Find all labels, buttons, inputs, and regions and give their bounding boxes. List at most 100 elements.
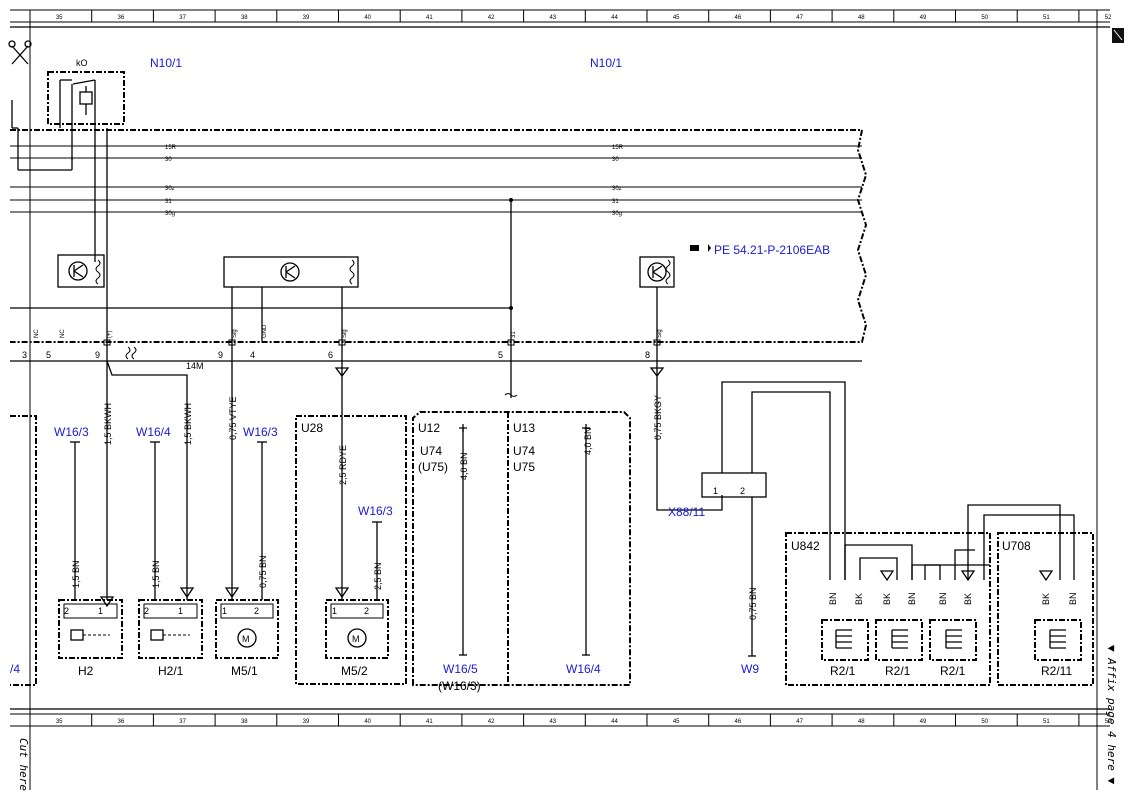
wire-label: 2,5 RDYE (338, 445, 348, 485)
grid-column-number: 43 (549, 719, 556, 725)
driver-transistor-1 (57, 254, 105, 288)
grid-column-number: 39 (303, 719, 310, 725)
component-label: X88/11 (668, 505, 705, 519)
pin-label: NC (60, 329, 66, 338)
ground-label: W16/5 (443, 662, 478, 676)
grid-column-number: 40 (364, 719, 371, 725)
component-label: H2 (78, 664, 94, 678)
pin-number: 1 (98, 606, 103, 616)
connector-label: 14M (186, 361, 204, 371)
section-label: U842 (791, 539, 820, 553)
wire-label: BK (854, 593, 864, 605)
heater-element-r21b: R2/1 (875, 619, 923, 678)
grid-column-number: 46 (735, 719, 742, 725)
component-label: M5/2 (341, 664, 368, 678)
pin-label: (+) (107, 330, 113, 338)
wire-label: 1,5 BN (151, 560, 161, 588)
heater-element-r211: R2/11 (1034, 619, 1082, 678)
grid-column-number: 42 (488, 719, 495, 725)
component-h2: 2 1 H2 (58, 596, 123, 678)
bus-labels-left: 15R 30 30z 31 30g (165, 145, 177, 217)
bus-label: 30 (165, 157, 172, 163)
pin-number: 2 (364, 606, 369, 616)
module-label-right: N10/1 (590, 56, 622, 70)
wire-label: BN (1068, 592, 1078, 605)
grid-column-number: 38 (241, 719, 248, 725)
pin-number: 2 (254, 606, 259, 616)
pin-label: Sig (232, 329, 238, 338)
wire-label: 0,75 VTYE (228, 396, 238, 440)
ground-label: W16/4 (136, 425, 171, 439)
wire-label: 4,0 BN (583, 427, 593, 455)
reference-note: PE 54.21-P-2106EAB (690, 243, 830, 257)
connector-x88: 1 2 X88/11 (668, 381, 846, 657)
wire-label: 0,75 BN (748, 587, 758, 620)
pin-number: 1 (332, 606, 337, 616)
wire-label: 1,5 BN (71, 560, 81, 588)
component-m52: 1 2 M M5/2 (325, 587, 389, 678)
grid-column-number: 35 (56, 15, 63, 21)
motor-icon: M (352, 634, 360, 644)
component-label: M5/1 (231, 664, 258, 678)
wire-label: BK (882, 593, 892, 605)
grid-column-number: 43 (549, 15, 556, 21)
pin-number: 4 (250, 350, 255, 360)
bus-label: 30 (612, 157, 619, 163)
wire-labels: 1,5 BKWH 1,5 BKWH 0,75 VTYE 2,5 RDYE 4,0… (71, 395, 758, 620)
ground-label: /4 (10, 662, 20, 676)
grid-column-number: 48 (858, 719, 865, 725)
wire-label: 2,5 BN (373, 562, 383, 590)
control-unit-boundary (10, 129, 868, 343)
ground-label: W16/4 (566, 662, 601, 676)
heater-wire-labels: BN BK BK BN BN BK BK BN (828, 592, 1078, 605)
grid-column-number: 47 (796, 15, 803, 21)
section-label: U74 (420, 444, 442, 458)
driver-transistor-3 (639, 256, 675, 342)
wire-label: BK (963, 593, 973, 605)
grid-column-number: 36 (118, 15, 125, 21)
pin-number: 1 (178, 606, 183, 616)
grid-column-number: 44 (611, 15, 618, 21)
pin-number: 2 (740, 486, 745, 496)
wire-label: 1,5 BKWH (183, 403, 193, 445)
bus-label: 31 (165, 199, 172, 205)
grid-column-number: 46 (735, 15, 742, 21)
grid-column-number: 37 (179, 15, 186, 21)
grid-column-number: 50 (981, 719, 988, 725)
pin-number: 9 (218, 350, 223, 360)
reference-text: PE 54.21-P-2106EAB (714, 243, 830, 257)
grid-column-number: 51 (1043, 15, 1050, 21)
pin-number: 1 (713, 486, 718, 496)
grid-column-number: 42 (488, 15, 495, 21)
wire-label: 0,75 BKGY (653, 395, 663, 440)
wire-label: 4,0 BN (459, 452, 469, 480)
ground-label: W16/3 (358, 504, 393, 518)
left-section-boundary (10, 415, 37, 686)
relay-ko: kO (47, 58, 125, 160)
pin-label: 31 (511, 331, 517, 338)
grid-column-number: 35 (56, 719, 63, 725)
bus-label: 30z (165, 186, 175, 192)
affix-note: ▼ Affix page 4 here ▼ (1105, 645, 1118, 784)
pin-label: GND (262, 324, 268, 338)
component-h21: 2 1 H2/1 (138, 587, 203, 678)
bus-labels-right: 15R 30 30z 31 30g (612, 145, 624, 217)
pin-number: 1 (222, 606, 227, 616)
component-m51: 1 2 M M5/1 (215, 587, 279, 678)
grid-column-number: 49 (920, 15, 927, 21)
grid-column-number: 41 (426, 719, 433, 725)
ground-labels: W16/3 W16/4 W16/3 W16/3 W16/5 (W16/3) W1… (10, 425, 759, 693)
component-label: H2/1 (158, 664, 184, 678)
section-u12-u13 (412, 411, 631, 686)
wire-label: BN (828, 592, 838, 605)
component-label: R2/11 (1041, 664, 1072, 678)
bus-label: 31 (612, 199, 619, 205)
pin-number: 2 (144, 606, 149, 616)
wire-label: BK (1041, 593, 1051, 605)
ground-label: W16/3 (243, 425, 278, 439)
section-u842 (785, 532, 991, 686)
pin-number: 8 (645, 350, 650, 360)
